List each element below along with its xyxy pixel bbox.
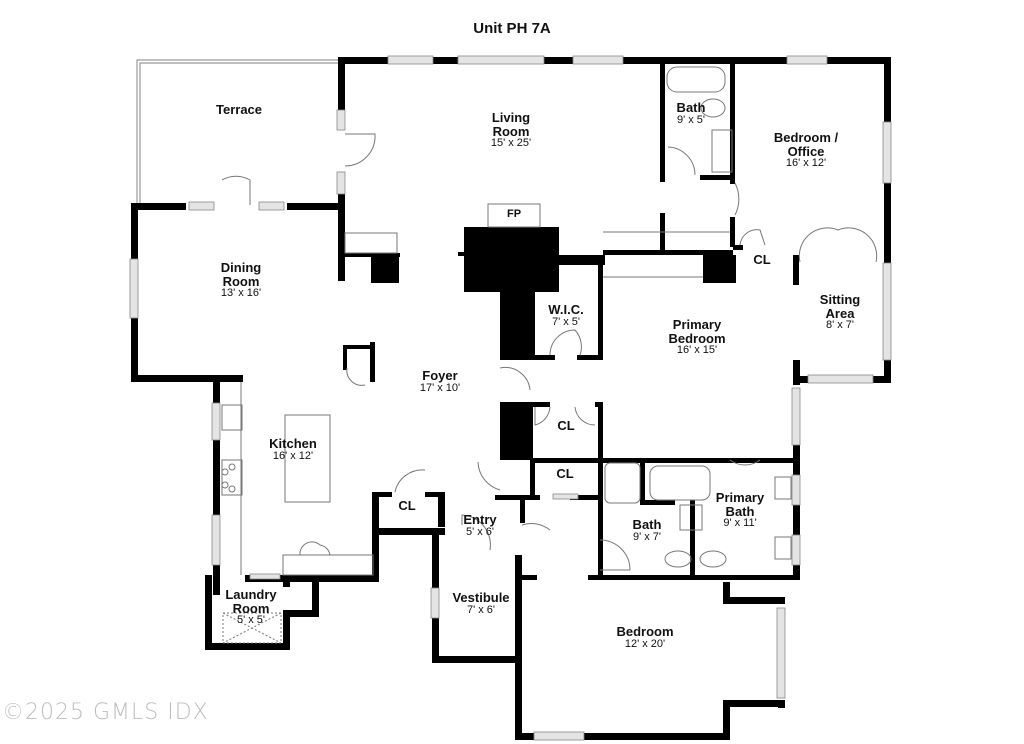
room-name: Room [222,273,260,289]
room-name: Primary [672,317,722,332]
room-closet-foyer-1: CL [557,419,574,433]
room-terrace: Terrace [216,103,262,117]
room-dimensions: 5' x 6' [465,525,495,538]
room-bath-mid: Bath 9' x 7' [633,518,662,543]
room-entry: Entry 5' x 6' [463,513,496,538]
room-name: CL [556,466,574,481]
room-dining-room: Dining Room 13' x 16' [221,261,261,300]
room-closet-foyer-2: CL [556,467,573,481]
room-name: Office [787,143,825,159]
room-name: CL [557,418,575,433]
fireplace-label: FP [506,208,522,221]
windows [129,55,892,741]
room-living-room: Living Room 15' x 25' [491,111,531,150]
room-name: CL [753,252,771,267]
room-name: Room [492,123,530,139]
room-bedroom: Bedroom 12' x 20' [616,625,673,650]
room-name: Living [491,110,531,125]
room-name: Sitting [819,292,861,307]
room-name: Bath [632,517,662,532]
room-name: Room [232,600,270,616]
room-bath-top: Bath 9' x 5' [677,101,706,126]
room-kitchen: Kitchen 16' x 12' [269,437,317,462]
room-name: Laundry [225,587,277,602]
room-wic: W.I.C. 7' x 5' [548,303,583,328]
room-dimensions: 16' x 12' [785,157,827,170]
room-name: Dining [220,260,262,275]
room-primary-bath: Primary Bath 9' x 11' [716,491,764,530]
fixtures [221,66,878,644]
room-dimensions: 16' x 15' [676,344,718,357]
unit-title: Unit PH 7A [473,20,551,37]
room-name: Bedroom / [773,130,839,145]
room-closet-office: CL [753,253,770,267]
room-dimensions: 12' x 20' [624,637,666,650]
room-name: Bedroom [668,330,726,346]
room-bedroom-office: Bedroom / Office 16' x 12' [774,131,838,170]
room-dimensions: 9' x 5' [676,113,706,126]
room-closet-kitchen: CL [398,499,415,513]
room-dimensions: 7' x 5' [551,315,581,328]
room-name: CL [398,498,416,513]
room-name: Bath [676,100,706,115]
room-foyer: Foyer 17' x 10' [420,369,460,394]
room-name: Foyer [422,368,458,383]
room-dimensions: 7' x 6' [466,603,496,616]
room-name: Area [825,305,855,321]
terrace-outline [136,59,338,203]
room-dimensions: 8' x 7' [825,319,855,332]
room-name: FP [506,208,522,220]
room-name: Vestibule [452,590,510,605]
room-sitting-area: Sitting Area 8' x 7' [820,293,860,332]
room-name: Kitchen [269,436,317,451]
room-name: Bedroom [616,624,674,639]
room-dimensions: 15' x 25' [490,137,532,150]
room-dimensions: 16' x 12' [272,449,314,462]
room-name: Entry [463,512,497,527]
room-name: Bath [725,503,755,519]
copyright-watermark: ©2025 GMLS IDX [2,700,209,725]
room-name: W.I.C. [548,302,584,317]
room-dimensions: 17' x 10' [419,381,461,394]
room-vestibule: Vestibule 7' x 6' [452,591,509,616]
room-dimensions: 13' x 16' [220,287,262,300]
room-dimensions: 5' x 5' [236,614,266,627]
room-laundry-room: Laundry Room 5' x 5' [225,588,276,627]
room-dimensions: 9' x 11' [723,517,757,530]
room-name: Terrace [215,102,263,117]
room-dimensions: 9' x 7' [632,530,662,543]
room-primary-bedroom: Primary Bedroom 16' x 15' [668,318,725,357]
room-name: Primary [715,490,765,505]
